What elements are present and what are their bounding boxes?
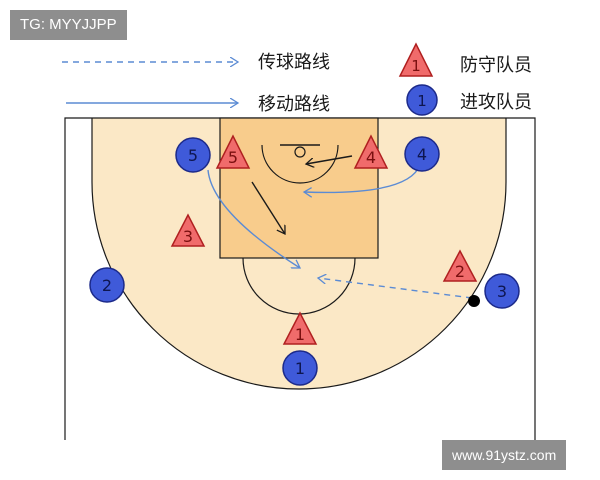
legend-defender-icon: 1 (398, 42, 434, 77)
defender-5: 5 (215, 134, 251, 169)
defender-3-number: 3 (183, 227, 193, 246)
paint-area (219, 117, 379, 259)
defender-4-number: 4 (366, 148, 376, 167)
legend-attacker-label: 进攻队员 (460, 92, 532, 113)
attacker-1: 1 (282, 350, 318, 386)
pass-route-3-to-center (318, 278, 473, 299)
legend-pass-label: 传球路线 (258, 52, 330, 73)
defender-move-4 (306, 155, 353, 164)
attacker-3: 3 (484, 273, 520, 309)
legend-attacker-icon: 1 (406, 84, 438, 116)
defender-5-number: 5 (228, 148, 238, 167)
defender-move-5 (251, 181, 285, 234)
defender-1: 1 (282, 311, 318, 345)
move-route-5-cut (207, 169, 300, 268)
legend-attacker-number: 1 (417, 92, 427, 110)
defender-2: 2 (442, 249, 478, 282)
attacker-4-number: 4 (417, 145, 427, 164)
half-court (64, 117, 536, 440)
defender-1-number: 1 (295, 325, 305, 344)
legend-defender-number: 1 (411, 57, 421, 75)
attacker-5: 5 (175, 137, 211, 173)
ball (468, 295, 480, 307)
attacker-1-number: 1 (295, 359, 305, 378)
defender-3: 3 (170, 213, 206, 247)
attacker-5-number: 5 (188, 146, 198, 165)
attacker-3-number: 3 (497, 282, 507, 301)
watermark-top-left: TG: MYYJJPP (10, 10, 127, 40)
defender-4: 4 (353, 134, 389, 169)
move-route-4-to-paint (304, 164, 421, 192)
attacker-2-number: 2 (102, 276, 112, 295)
legend-defender-label: 防守队员 (460, 55, 532, 76)
attacker-2: 2 (89, 267, 125, 303)
defender-2-number: 2 (455, 262, 465, 281)
legend-move-label: 移动路线 (258, 94, 330, 115)
attacker-4: 4 (404, 136, 440, 172)
restricted-arc (261, 144, 339, 184)
watermark-bottom-right: www.91ystz.com (442, 440, 567, 470)
routes (207, 155, 473, 299)
legend: 传球路线 移动路线 1 防守队员 1 进攻队员 (62, 42, 532, 116)
hoop (294, 146, 306, 158)
